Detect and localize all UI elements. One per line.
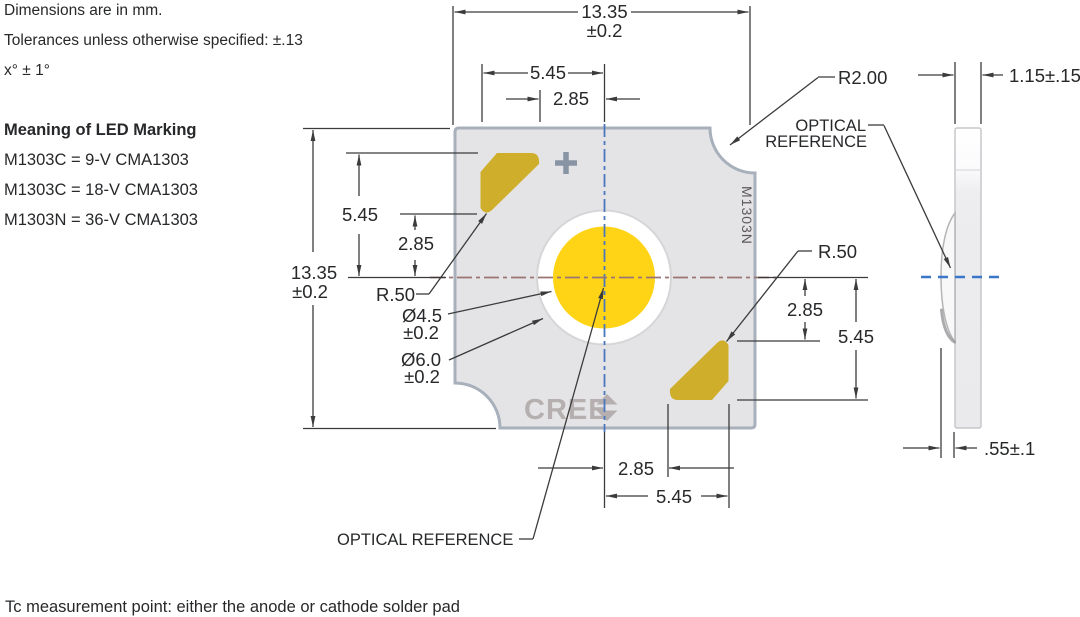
drawing-notes: Dimensions are in mm. Tolerances unless … xyxy=(4,2,303,79)
dim-top-width-label: 13.35 xyxy=(581,1,627,22)
led-marking-legend: Meaning of LED Marking M1303C = 9-V CMA1… xyxy=(4,121,198,229)
extension-lines xyxy=(303,6,982,508)
polarity-plus-icon xyxy=(555,152,577,174)
dim-top-width-tol: ±0.2 xyxy=(587,20,623,41)
dim-bottom-pad-span-label: 5.45 xyxy=(656,486,692,507)
legend-title: Meaning of LED Marking xyxy=(4,121,197,139)
dim-left-pad-span-label: 5.45 xyxy=(342,204,378,225)
optical-reference-bottom-label: OPTICAL REFERENCE xyxy=(337,531,513,549)
dim-left-pad-inner-label: 2.85 xyxy=(398,233,434,254)
dim-lens-dia-tol: ±0.2 xyxy=(404,366,440,387)
dim-lens-height-label: .55±.1 xyxy=(984,438,1035,459)
optical-reference-side-label-line1: OPTICAL xyxy=(795,117,866,135)
dim-left-height-tol: ±0.2 xyxy=(292,281,328,302)
side-view xyxy=(921,127,1006,429)
dim-bottom-pad-inner-label: 2.85 xyxy=(618,458,654,479)
legend-entry: M1303C = 9-V CMA1303 xyxy=(4,151,189,169)
note-tolerance: Tolerances unless otherwise specified: ±… xyxy=(4,32,303,49)
dimension-labels: 13.35 ±0.2 5.45 2.85 13.35 ±0.2 5.45 2.8… xyxy=(291,1,1080,507)
dim-right-pad-span-label: 5.45 xyxy=(838,326,874,347)
front-view: M1303N CREE xyxy=(430,124,778,432)
footer-tc-note: Tc measurement point: either the anode o… xyxy=(5,598,460,616)
legend-entry: M1303C = 18-V CMA1303 xyxy=(4,181,198,199)
dim-side-thickness-label: 1.15±.15 xyxy=(1009,65,1080,86)
leader-lines xyxy=(416,76,952,540)
dim-phosphor-dia-tol: ±0.2 xyxy=(403,322,439,343)
callout-labels: OPTICAL REFERENCE OPTICAL REFERENCE xyxy=(337,117,867,549)
legend-entry: M1303N = 36-V CMA1303 xyxy=(4,211,198,229)
dim-pad-radius-left-label: R.50 xyxy=(376,284,415,305)
dim-right-pad-inner-label: 2.85 xyxy=(787,299,823,320)
note-angle-tolerance: x° ± 1° xyxy=(4,62,50,79)
dim-top-pad-span-label: 5.45 xyxy=(530,62,566,83)
note-units: Dimensions are in mm. xyxy=(4,2,163,19)
side-view-lens-shade xyxy=(940,308,956,344)
brand-logo-diamond-icon xyxy=(596,394,618,421)
dim-corner-notch-radius-label: R2.00 xyxy=(838,67,887,88)
dim-lens-dia-label: Ø6.0 xyxy=(401,349,441,370)
led-marking-text: M1303N xyxy=(739,186,755,245)
dim-left-height-label: 13.35 xyxy=(291,262,337,283)
dim-phosphor-dia-label: Ø4.5 xyxy=(402,305,442,326)
dimension-lines xyxy=(310,9,1003,499)
cathode-solder-pad xyxy=(669,340,729,400)
dim-pad-radius-right-label: R.50 xyxy=(818,241,857,262)
anode-solder-pad xyxy=(480,153,540,213)
optical-reference-side-label-line2: REFERENCE xyxy=(765,133,867,151)
dim-top-pad-inner-label: 2.85 xyxy=(553,88,589,109)
